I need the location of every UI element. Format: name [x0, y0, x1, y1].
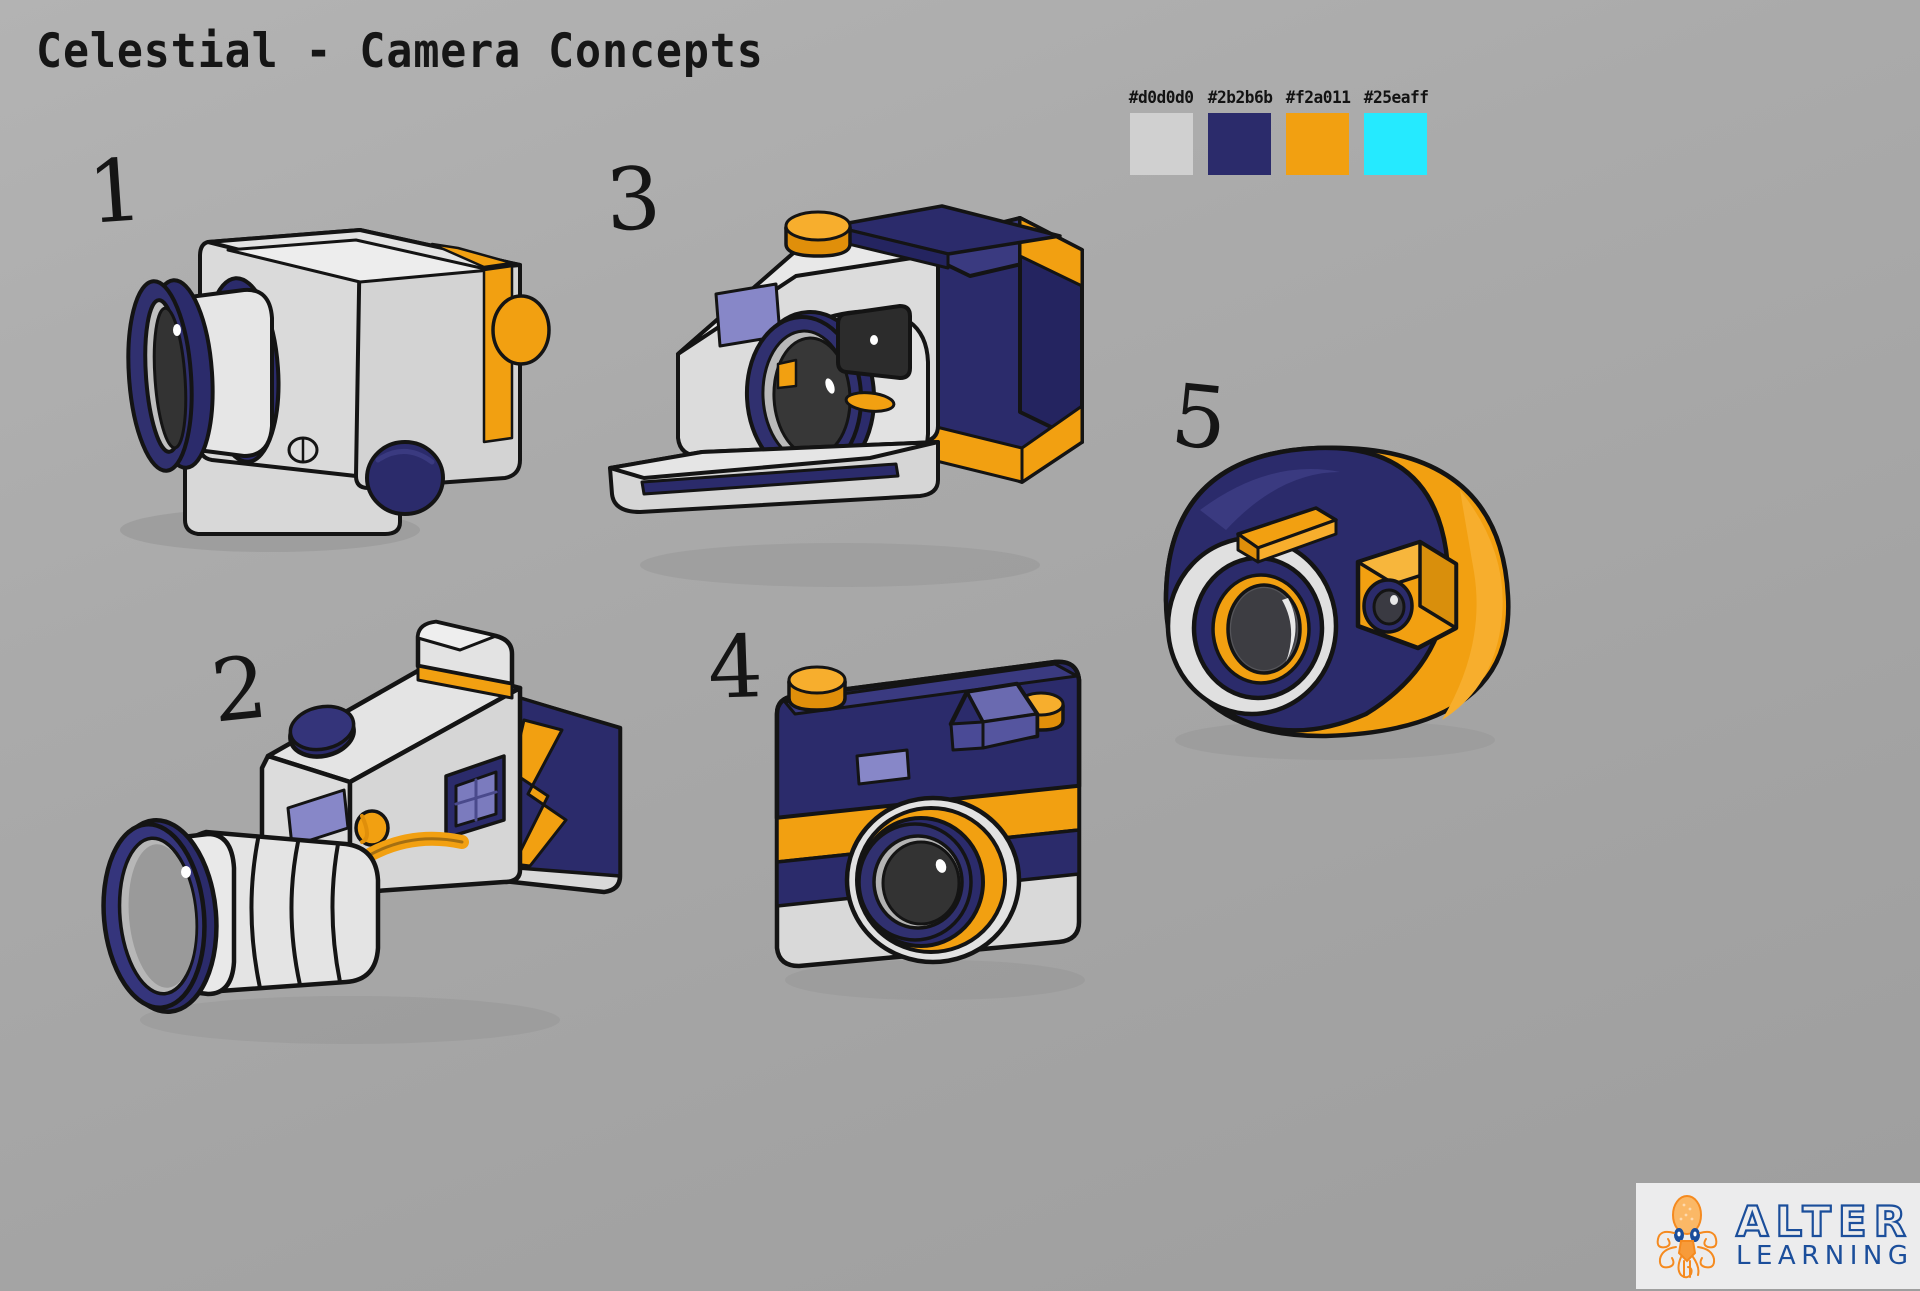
camera-concept-4 — [755, 640, 1125, 1000]
palette-swatch-label: #f2a011 — [1285, 88, 1351, 108]
palette-swatch-light-grey: #d0d0d0 — [1127, 88, 1195, 175]
palette-swatch-chip — [1129, 113, 1193, 175]
logo-primary-text: ALTER — [1735, 1196, 1913, 1246]
palette-swatch-amber-orange: #f2a011 — [1284, 88, 1352, 175]
palette-swatch-label: #25eaff — [1363, 88, 1429, 108]
palette-swatch-label: #2b2b6b — [1207, 88, 1272, 108]
alter-learning-logo: ALTER LEARNING — [1636, 1183, 1920, 1289]
octopus-icon — [1656, 1195, 1718, 1279]
palette-swatch-chip — [1364, 113, 1428, 175]
palette-swatch-chip — [1286, 113, 1350, 175]
palette-swatch-label: #d0d0d0 — [1129, 88, 1194, 108]
palette-swatch-deep-navy: #2b2b6b — [1206, 88, 1274, 175]
logo-secondary-text: LEARNING — [1736, 1240, 1914, 1271]
camera-concept-1 — [60, 130, 551, 570]
camera-concept-2 — [100, 580, 660, 1050]
palette-swatch-cyan: #25eaff — [1362, 88, 1430, 175]
camera-concept-5 — [1130, 430, 1530, 760]
logo-wordmark: ALTER LEARNING — [1735, 1196, 1914, 1271]
color-palette: #d0d0d0 #2b2b6b #f2a011 #25eaff — [1127, 88, 1430, 175]
camera-concept-3 — [590, 190, 1110, 590]
palette-swatch-chip — [1208, 113, 1272, 175]
page-title: Celestial - Camera Concepts — [36, 24, 764, 79]
